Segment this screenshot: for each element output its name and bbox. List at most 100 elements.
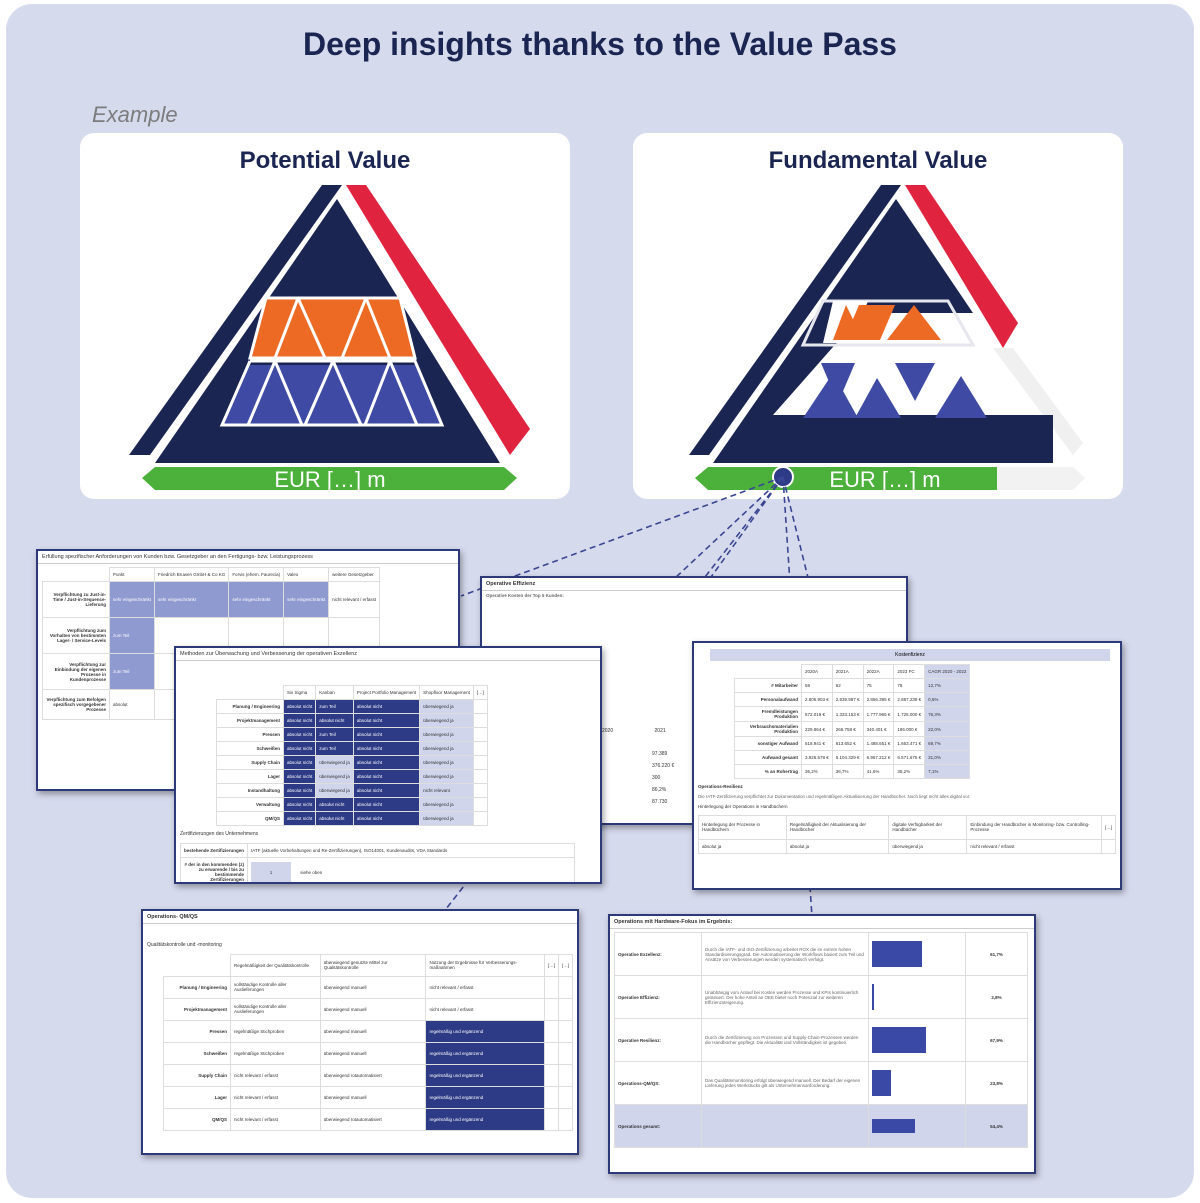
cell: 41,6%: [862, 764, 895, 779]
row-label: Operations-QM/QS:: [614, 1061, 702, 1105]
col-header: Forvis (ehem. Faurecia): [228, 567, 285, 582]
ops-table: Operative Exzellenz:Durch die IATF- und …: [614, 932, 1028, 1148]
cell: 35,2%: [893, 764, 926, 779]
cell: [543, 975, 559, 999]
cell: 78: [893, 678, 926, 693]
year-label: 2021: [654, 728, 666, 734]
cell: überwiegend ja: [419, 741, 474, 756]
cell: absolut nicht: [282, 699, 317, 714]
cost-table: 2020A 2021A 2022A 2023 FC CAGR 2020 - 20…: [734, 664, 971, 779]
potential-value-card: Potential Value EUR […] m: [80, 133, 570, 499]
row-label: Planung / Engineering: [216, 699, 284, 714]
row-text: Das Qualitätsmonitoring erfolgt überwieg…: [701, 1061, 869, 1105]
cell: überwiegend ja: [419, 797, 474, 812]
doc-heading: Operative Effizienz: [482, 578, 906, 591]
col-header: 2020A: [801, 664, 833, 679]
cell: sehr eingeschränkt: [283, 581, 330, 618]
doc-operations-qmqs: Operations- QM/QS Qualitätskontrolle und…: [141, 909, 579, 1155]
cell: 59: [801, 678, 833, 693]
cell: vollständige Kontrolle aller Auslieferun…: [230, 997, 321, 1021]
cell: 76,3%: [924, 706, 971, 722]
cell: absolut nicht: [352, 727, 421, 742]
cell: absolut ja: [785, 838, 890, 854]
col-header: überwiegend genutzte Mittel zur Qualität…: [319, 953, 427, 977]
cell: 2.866.395 €: [862, 692, 895, 707]
cell: [472, 811, 488, 826]
year-label: 2020: [602, 728, 614, 734]
cell: 1.333.153 €: [831, 706, 864, 722]
cell: absolut nicht: [315, 811, 354, 826]
cell: zum Teil: [315, 699, 354, 714]
fundamental-value-pyramid: EUR […] m: [689, 185, 1085, 492]
row-label: QM/QS: [163, 1107, 231, 1131]
blue-cell-3: [855, 378, 901, 418]
blue-cell-4: [895, 363, 935, 401]
resilience-text: Die IATF-Zertifizierung verpflichtet zur…: [698, 793, 971, 799]
cell: absolut nicht: [352, 699, 421, 714]
cell: [472, 797, 488, 812]
col-header: Kanban: [315, 685, 354, 700]
cell: [543, 1085, 559, 1109]
doc-heading: Erfüllung spezifischer Anforderungen von…: [38, 551, 458, 564]
cell: nicht relevant / erfasst: [230, 1107, 321, 1131]
row-label: Projektmanagement: [163, 997, 231, 1021]
cell: absolut nicht: [352, 741, 421, 756]
orange-tier: [250, 298, 415, 358]
col-header: Friedrich Bruwen GmbH & Co KG: [154, 567, 230, 582]
col-header: digitale Verfügbarkeit der Handbücher: [888, 814, 968, 840]
cell: [557, 1019, 574, 1043]
cell: [543, 1041, 559, 1065]
potential-value-amount: EUR […] m: [274, 467, 385, 492]
row-label: Personalaufwand: [734, 692, 802, 707]
tier-grid-lines: [219, 296, 445, 427]
value-pass-slide: Deep insights thanks to the Value Pass E…: [6, 4, 1194, 1198]
col-header: 2023 FC: [893, 664, 926, 679]
cell: 2.806.903 €: [801, 692, 833, 707]
cell: [472, 699, 488, 714]
row-label: Operative Resilienz:: [614, 1018, 702, 1062]
cell: regelmäßig und ergänzend: [425, 1041, 545, 1065]
row-label: bestehende Zertifizierungen: [180, 842, 248, 858]
cell: überwiegend ja: [888, 838, 968, 854]
row-label: Fremdleistungen Produktion: [734, 706, 802, 722]
orange-cell-3: [887, 305, 941, 340]
row-label: sonstiger Aufwand: [734, 736, 802, 751]
col-header: Shopfloor Management: [419, 685, 474, 700]
cell: [557, 1107, 574, 1131]
doc-heading: Kostenfizienz: [710, 649, 1110, 661]
cell: absolut nicht: [352, 769, 421, 784]
doc-heading: Operations mit Hardware-Fokus im Ergebni…: [610, 916, 1034, 929]
cell: nicht relevant / erfasst: [425, 997, 545, 1021]
cell: [557, 1085, 574, 1109]
value: 87.730: [652, 799, 668, 805]
cell: 36,2%: [801, 764, 833, 779]
col-header: weitere Gesetzgeber: [328, 567, 381, 582]
cell: nicht relevant / erfasst: [230, 1085, 321, 1109]
cell: regelmäßig und ergänzend: [425, 1063, 545, 1087]
col-header: Hinterlegung der Prozesse in Handbüchern: [698, 814, 787, 840]
cell: 2.839.987 €: [831, 692, 864, 707]
cell: 12,7%: [924, 678, 971, 693]
fundamental-value-bar-ghost: [997, 467, 1085, 490]
row-label: Projektmanagement: [216, 713, 284, 728]
cell: sehr eingeschränkt: [108, 581, 156, 618]
cell: 572.019 €: [801, 706, 833, 722]
score-bar: [872, 1027, 926, 1053]
blue-cell-2: [803, 373, 858, 418]
cell: regelmäßige Stichproben: [230, 1019, 321, 1043]
col-header: […]: [1100, 814, 1117, 840]
row-label: Verpflichtung zum Befolgen spezifisch vo…: [42, 689, 110, 720]
row-label: Verwaltung: [216, 797, 284, 812]
table-row: Operations gesamt:54,4%: [614, 1104, 1028, 1148]
cell: 31,0%: [924, 750, 971, 765]
doc-operative-excellence: Methoden zur Überwachung und Verbesserun…: [174, 646, 602, 884]
score-bar: [872, 1119, 915, 1133]
col-header: 2021A: [831, 664, 864, 679]
cell: nicht relevant / erfasst: [328, 581, 381, 618]
